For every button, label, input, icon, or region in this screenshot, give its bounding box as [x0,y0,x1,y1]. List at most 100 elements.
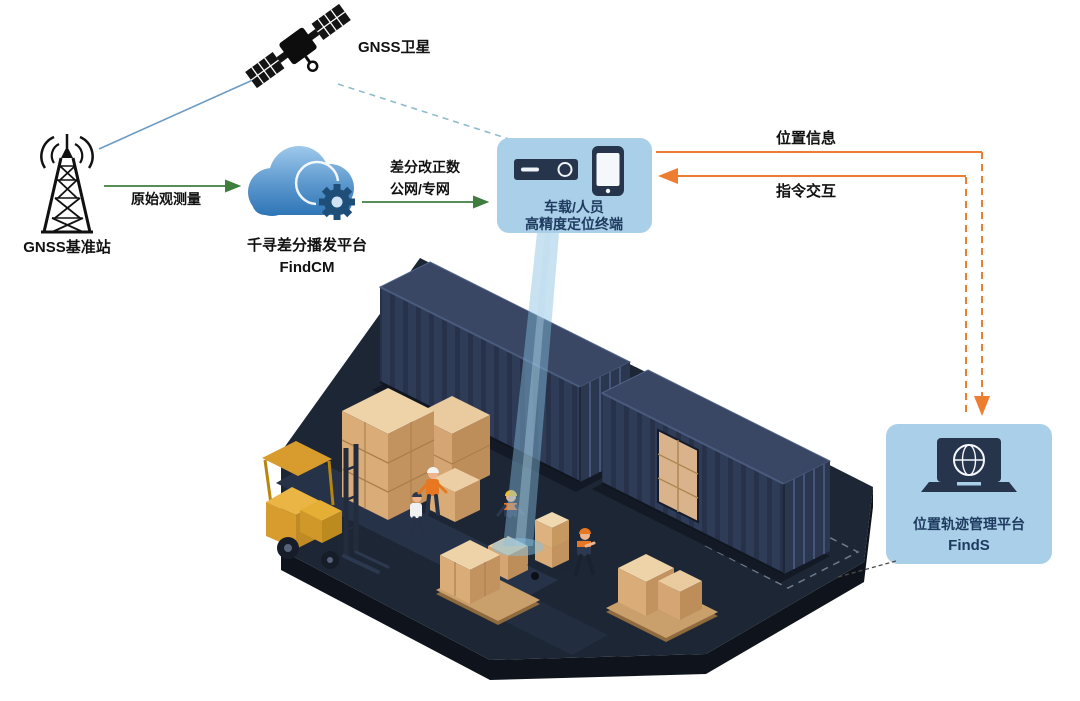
laptop-globe-icon [921,438,1017,492]
beam-cone [503,233,559,546]
positioning-beam [492,233,559,556]
beam-core [515,233,551,546]
wheel-hub [284,544,292,552]
forklift [262,441,390,574]
platform-side-face [281,487,873,680]
worker-arm [584,541,596,548]
worker-white-shirt [410,492,424,535]
receiver-slot [521,167,539,172]
worker-legs [574,554,595,576]
terminal-panel: 车载/人员 高精度定位终端 [497,138,652,233]
signal-wave-left [40,135,55,169]
cloud-platform-name: 千寻差分播发平台 [247,236,367,254]
container-door-rods [793,464,825,569]
carton-right [552,540,569,568]
container-door-rods [589,367,621,477]
carton-right [455,480,480,522]
forklift-front-top [300,500,342,521]
carton-left [618,568,646,616]
worker-in-beam [496,490,525,538]
beam-spot [492,538,544,556]
tracking-platform-line1: 位置轨迹管理平台 [913,516,1025,532]
forklift-roof [262,441,332,476]
carton-tape [364,422,412,509]
laptop-notch [957,482,981,486]
forklift-front-left [300,510,322,543]
base-station-label: GNSS基准站 [23,238,111,256]
worker-helmet [579,528,591,534]
gear-hole [331,196,343,208]
smartphone-icon [592,146,624,196]
radio-tower-icon [40,134,94,234]
satellite-label: GNSS卫星 [358,39,431,56]
antenna-dish [306,60,319,72]
container-top-rail [379,286,581,388]
carton-right [680,581,702,620]
container-top-rail [601,392,785,485]
phone-home-button [605,188,611,194]
worker-torso [426,479,439,496]
worker-pallet-truck [574,528,596,576]
signal-wave-left [50,143,60,164]
signal-wave-right [79,135,94,169]
pallet-truck-wheel [531,572,539,580]
pallet-truck [527,512,594,580]
satellite-to-basestation-link [98,73,267,150]
container-side-face [380,287,580,482]
terminal-label-line2: 高精度定位终端 [525,216,623,232]
cloud-platform-product: FindCM [280,259,335,276]
worker-orange-vest [417,467,448,516]
worker-helmet [427,467,439,473]
worker-torso [410,503,422,518]
tower-top [61,146,73,158]
worker-legs [411,516,424,535]
carton-tape [454,562,486,596]
position-info-label: 位置信息 [776,129,836,147]
panel-grid [317,9,346,36]
receiver-icon [514,159,578,180]
pallet-stack-right [606,554,718,642]
laptop-base [921,482,1017,492]
forklift-post [263,459,273,505]
gnss-satellite-icon [245,3,351,89]
gear-icon [319,184,355,220]
wheel-hub [327,557,333,563]
satellite-body [279,27,317,65]
worker-arms [417,482,448,495]
panel-grid [250,57,279,84]
warehouse-scene [262,258,873,680]
raw-observation-label: 原始观测量 [131,191,201,207]
worker-arms [496,504,525,517]
correction-label-line2: 公网/专网 [390,181,450,197]
cloud-icon [248,146,355,220]
terminal-label-line1: 车载/人员 [544,199,604,215]
satellite-to-terminal-link [337,83,513,141]
tracking-panel-bg [886,424,1052,564]
forklift-front-right [322,511,342,543]
command-label: 指令交互 [776,182,836,200]
worker-legs [425,494,440,516]
pallet-stack-center [436,536,540,625]
fork [342,554,380,574]
mast-crossbars [345,464,357,532]
forklift-post [327,460,335,506]
carton-left [535,520,552,548]
phone-screen [596,153,620,186]
receiver-knob [557,162,573,177]
tower-bracing [51,165,84,233]
cargo-box-lines [657,440,699,512]
tracking-platform-line2: FindS [948,537,990,554]
container-bottom-rail [601,482,785,575]
fork [354,550,390,569]
tracking-platform-panel: 位置轨迹管理平台 FindS [837,424,1052,578]
worker-legs [503,516,518,538]
carton-left [658,581,680,620]
tower-rungs [52,165,82,219]
cloud-swoosh [294,160,340,206]
carton-right [552,520,569,548]
worker-vest [577,541,591,547]
signal-wave-right [74,143,84,164]
correction-label-line1: 差分改正数 [390,159,461,175]
